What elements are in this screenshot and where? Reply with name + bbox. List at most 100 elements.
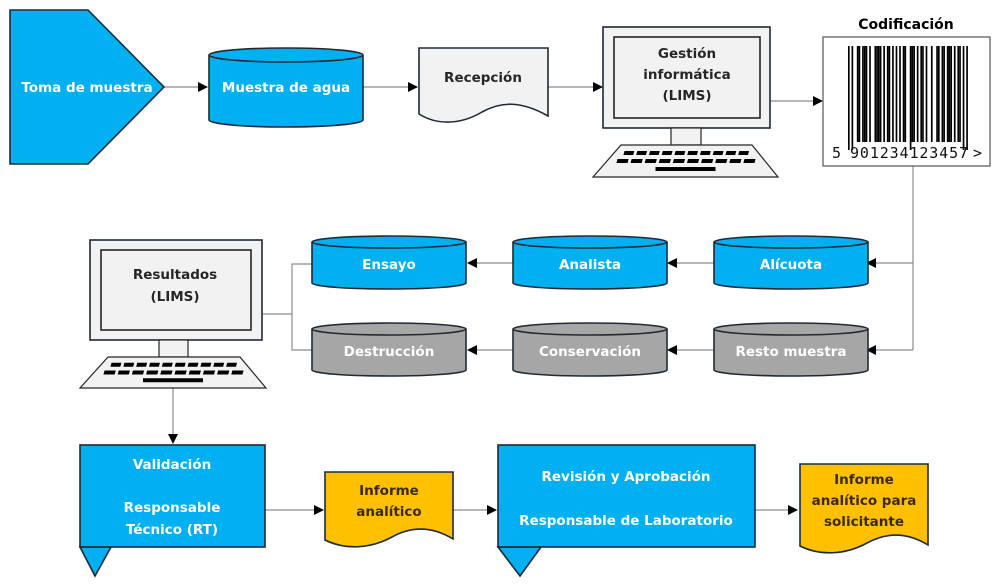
cylinder-top: [512, 322, 668, 336]
key: [699, 151, 711, 155]
key: [712, 151, 724, 155]
key: [103, 370, 116, 375]
key: [202, 370, 216, 375]
cylinder-top: [512, 235, 668, 249]
keyboard-keys: [103, 362, 244, 383]
node-analista[interactable]: Analista: [512, 235, 668, 290]
barcode-bar: [966, 46, 968, 150]
barcode-bar: [938, 46, 940, 142]
key: [200, 362, 212, 367]
cylinder-top: [713, 235, 869, 249]
computer-icon: [78, 239, 268, 389]
solicitante-line-1: Informe: [834, 472, 894, 488]
barcode-bar: [953, 46, 956, 142]
barcode-frame: [822, 36, 991, 167]
barcode-bar: [902, 46, 905, 142]
cylinder-body: [713, 329, 869, 377]
key: [623, 151, 635, 155]
validacion-line-2: Técnico (RT): [126, 522, 218, 538]
node-destruccion[interactable]: Destrucción: [311, 322, 467, 377]
node-recepcion[interactable]: Recepción: [418, 47, 549, 123]
key: [729, 159, 742, 163]
key: [743, 159, 756, 163]
barcode-bar: [909, 46, 912, 150]
cylinder-body: [311, 329, 467, 377]
barcode-bar: [911, 46, 914, 142]
key: [658, 159, 671, 163]
node-validacion[interactable]: Validación Responsable Técnico (RT): [78, 444, 266, 578]
resto-muestra-label: Resto muestra: [735, 344, 846, 360]
muestra-de-agua-label: Muestra de agua: [222, 80, 350, 96]
callout-box: [497, 444, 756, 548]
key: [146, 370, 159, 375]
barcode-bar: [913, 46, 915, 142]
barcode-bar: [886, 46, 889, 142]
node-ensayo[interactable]: Ensayo: [311, 235, 467, 290]
analista-label: Analista: [559, 257, 621, 273]
barcode-bar: [899, 46, 901, 142]
barcode-bar: [957, 46, 960, 142]
cylinder-body: [208, 55, 364, 128]
key: [636, 151, 648, 155]
key: [131, 370, 145, 375]
barcode-bar: [930, 46, 933, 142]
cylinder-body: [311, 242, 467, 290]
key: [136, 362, 148, 367]
resultados-line-1: Resultados: [133, 267, 217, 283]
key: [686, 159, 700, 163]
cylinder-body: [512, 242, 668, 290]
key: [110, 362, 122, 367]
key: [226, 362, 238, 367]
key: [174, 370, 187, 375]
solicitante-line-2: analítico para: [812, 493, 917, 509]
node-codificacion[interactable]: Codificación 5 901234123457 >: [822, 17, 991, 167]
node-informe-analitico[interactable]: Informe analítico: [324, 471, 454, 548]
node-muestra-de-agua[interactable]: Muestra de agua: [208, 47, 364, 128]
key: [715, 159, 728, 163]
gestion-line-3: (LIMS): [662, 88, 711, 104]
barcode-bar: [888, 46, 891, 142]
key: [174, 362, 186, 367]
node-resto-muestra[interactable]: Resto muestra: [713, 322, 869, 377]
node-conservacion[interactable]: Conservación: [512, 322, 668, 377]
key: [701, 159, 714, 163]
barcode-bar: [862, 46, 864, 142]
node-resultados-lims[interactable]: Resultados (LIMS): [78, 239, 268, 389]
barcode-bar: [895, 46, 898, 142]
revision-subtitle: Responsable de Laboratorio: [519, 513, 733, 529]
barcode-bar: [876, 46, 878, 142]
document-shape: [324, 471, 454, 548]
barcode-bar: [848, 46, 850, 150]
key: [630, 159, 643, 163]
node-informe-solicitante[interactable]: Informe analítico para solicitante: [799, 463, 929, 554]
node-gestion-informatica[interactable]: Gestión informática (LIMS): [591, 26, 780, 178]
node-alicuota[interactable]: Alícuota: [713, 235, 869, 290]
key: [160, 370, 173, 375]
barcode-bar: [922, 46, 924, 142]
node-toma-de-muestra[interactable]: Toma de muestra: [9, 9, 166, 165]
barcode-bar: [858, 46, 861, 142]
spacebar: [655, 167, 716, 171]
barcode-trail: >: [973, 144, 982, 162]
keyboard-keys: [616, 151, 756, 171]
key: [149, 362, 160, 367]
barcode-bar: [904, 46, 907, 142]
barcode-bar: [925, 46, 928, 142]
barcode-bar: [950, 46, 953, 142]
spacebar: [143, 378, 203, 383]
revision-title: Revisión y Aprobación: [541, 469, 710, 485]
barcode-bar: [916, 46, 919, 142]
pentagon-shape: [9, 9, 166, 165]
conservacion-label: Conservación: [539, 344, 641, 360]
cylinder-body: [713, 242, 869, 290]
barcode-bar: [851, 46, 854, 150]
barcode-lead-digit: 5: [832, 144, 841, 162]
connectors: [164, 82, 914, 515]
callout-pointer: [78, 546, 113, 578]
barcode-bar: [920, 46, 923, 142]
barcode-bar: [941, 46, 944, 142]
node-revision-aprobacion[interactable]: Revisión y Aprobación Responsable de Lab…: [496, 444, 756, 578]
cylinder-top: [713, 322, 869, 336]
